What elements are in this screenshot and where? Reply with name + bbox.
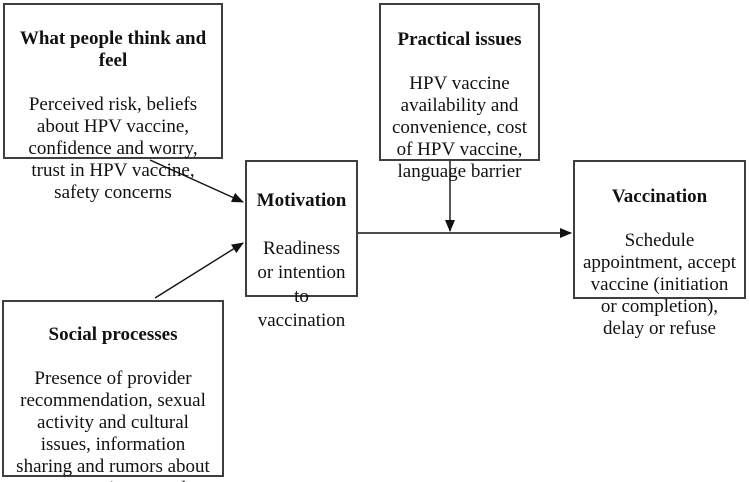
box-vaccination: Vaccination Schedule appointment, accept… bbox=[573, 160, 746, 339]
box-body-social-processes: Presence of provider recommendation, sex… bbox=[16, 368, 210, 482]
box-title-motivation: Motivation bbox=[256, 190, 347, 211]
box-title-social-processes: Social processes bbox=[48, 324, 178, 345]
box-practical-issues: Practical issues HPV vaccine availabilit… bbox=[379, 3, 540, 182]
box-body-vaccination: Schedule appointment, accept vaccine (in… bbox=[583, 230, 736, 339]
box-body-what-people-think-and-feel: Perceived risk, beliefs about HPV vaccin… bbox=[28, 94, 198, 203]
box-title-vaccination: Vaccination bbox=[611, 186, 708, 207]
box-motivation: Motivation Readiness or intention to vac… bbox=[245, 160, 358, 331]
box-body-motivation: Readiness or intention to vaccination bbox=[257, 238, 346, 331]
box-body-practical-issues: HPV vaccine availability and convenience… bbox=[391, 73, 528, 182]
box-what-people-think-and-feel: What people think and feel Perceived ris… bbox=[3, 3, 223, 203]
box-title-practical-issues: Practical issues bbox=[397, 29, 522, 50]
box-social-processes: Social processes Presence of provider re… bbox=[2, 300, 224, 482]
box-title-what-people-think-and-feel: What people think and feel bbox=[19, 28, 207, 71]
arrow-social-processes-to-motivation bbox=[154, 242, 244, 299]
